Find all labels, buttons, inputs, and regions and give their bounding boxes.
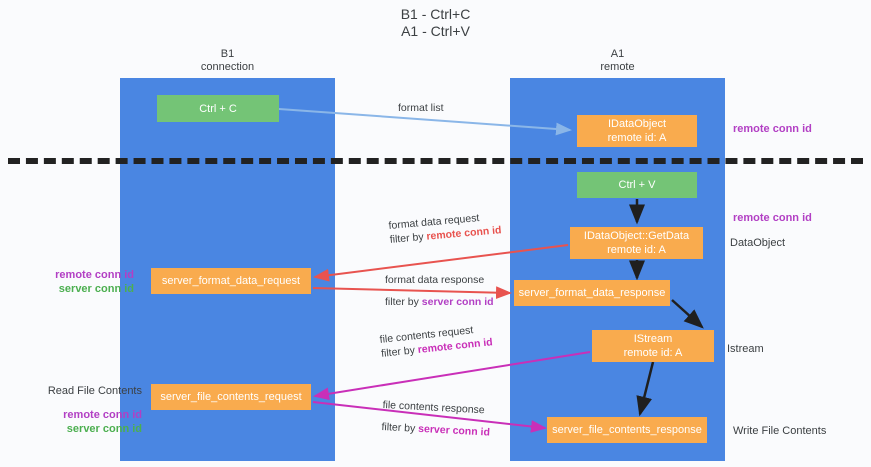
node-ctrl-v-label: Ctrl + V: [618, 179, 656, 191]
edge-label-format-list: format list: [398, 101, 444, 115]
annotation-right-remote-conn-id-mid: remote conn id: [733, 211, 812, 225]
title-line-1: B1 - Ctrl+C: [400, 6, 471, 22]
node-server-format-data-request[interactable]: server_format_data_request: [151, 268, 311, 294]
filter-prefix: filter by: [381, 420, 416, 435]
node-idataobject-sub: remote id: A: [607, 132, 667, 144]
node-idataobject[interactable]: IDataObject remote id: A: [577, 115, 697, 147]
node-getdata-sub: remote id: A: [607, 244, 666, 256]
annotation-server-conn-id: server conn id: [58, 283, 134, 295]
filter-prefix: filter by: [380, 344, 416, 360]
filter-key: server conn id: [417, 422, 491, 439]
node-idataobject-getdata[interactable]: IDataObject::GetData remote id: A: [570, 227, 703, 259]
column-header-a1-role: remote: [600, 61, 635, 73]
edge-label-format-data-response-filter: filter by server conn id: [385, 295, 494, 309]
annotation-right-remote-conn-id-top: remote conn id: [733, 122, 812, 136]
label-write-file-contents: Write File Contents: [733, 425, 827, 437]
column-header-b1-name: B1: [220, 48, 235, 60]
edge-label-file-contents-response-text: file contents response: [382, 398, 485, 417]
node-server-file-contents-request-label: server_file_contents_request: [160, 391, 302, 403]
node-ctrl-c[interactable]: Ctrl + C: [157, 95, 279, 122]
edge-label-file-contents-request: file contents request filter by remote c…: [379, 321, 493, 361]
title-line-2: A1 - Ctrl+V: [401, 23, 470, 39]
node-ctrl-c-label: Ctrl + C: [199, 102, 237, 115]
column-header-a1: A1 remote: [510, 48, 725, 74]
node-server-format-data-response[interactable]: server_format_data_response: [514, 280, 670, 306]
filter-prefix: filter by: [389, 230, 425, 246]
column-header-b1: B1 connection: [120, 48, 335, 74]
label-istream: Istream: [727, 343, 764, 355]
node-server-format-data-response-label: server_format_data_response: [518, 287, 666, 299]
filter-key: server conn id: [421, 296, 494, 308]
edge-label-format-data-request: format data request filter by remote con…: [388, 209, 502, 247]
edge-label-format-list-text: format list: [398, 102, 444, 114]
edge-label-file-contents-response: file contents response filter by server …: [381, 398, 491, 440]
node-server-format-data-request-label: server_format_data_request: [161, 275, 301, 287]
edge-label-file-contents-response-filter: filter by server conn id: [381, 420, 490, 440]
node-server-file-contents-response-label: server_file_contents_response: [552, 424, 702, 436]
annotation-left-read-file-contents: Read File Contents remote conn id server…: [22, 384, 142, 436]
node-istream[interactable]: IStream remote id: A: [592, 330, 714, 362]
node-istream-sub: remote id: A: [623, 347, 683, 359]
annotation-text: remote conn id: [733, 123, 812, 135]
annotation-remote-conn-id: remote conn id: [63, 409, 142, 421]
column-header-b1-role: connection: [200, 61, 255, 73]
node-server-file-contents-request[interactable]: server_file_contents_request: [151, 384, 311, 410]
node-istream-label: IStream: [633, 333, 673, 345]
edge-label-format-data-response: format data response filter by server co…: [385, 273, 494, 309]
node-idataobject-label: IDataObject: [607, 118, 667, 130]
annotation-server-conn-id: server conn id: [66, 423, 142, 435]
annotation-left-conn-ids-mid: remote conn id server conn id: [22, 268, 134, 296]
filter-prefix: filter by: [385, 296, 419, 308]
page-title: B1 - Ctrl+C A1 - Ctrl+V: [0, 6, 871, 40]
column-header-a1-name: A1: [610, 48, 625, 60]
annotation-read-file-contents: Read File Contents: [47, 385, 142, 397]
phase-divider: [8, 158, 863, 164]
annotation-remote-conn-id: remote conn id: [55, 269, 134, 281]
edge-label-format-data-response-text: format data response: [385, 274, 485, 286]
annotation-text: remote conn id: [733, 212, 812, 224]
node-getdata-label: IDataObject::GetData: [583, 230, 690, 242]
node-ctrl-v[interactable]: Ctrl + V: [577, 172, 697, 198]
node-server-file-contents-response[interactable]: server_file_contents_response: [547, 417, 707, 443]
label-dataobject: DataObject: [730, 237, 786, 249]
